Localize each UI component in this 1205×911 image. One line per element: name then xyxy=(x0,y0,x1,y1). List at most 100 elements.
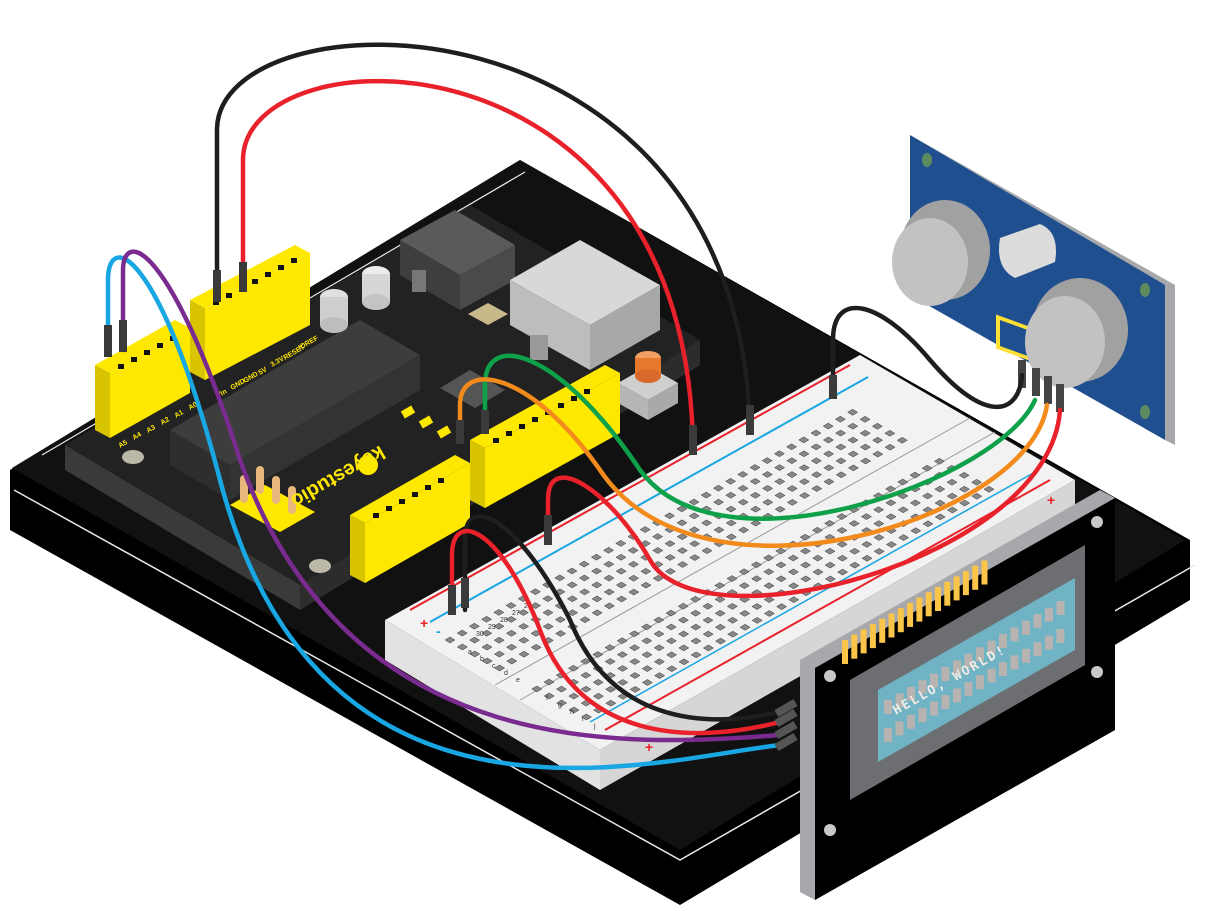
breadboard-hole[interactable] xyxy=(714,596,726,603)
breadboard-hole[interactable] xyxy=(873,548,885,555)
breadboard-hole[interactable] xyxy=(762,499,774,506)
breadboard-hole[interactable] xyxy=(810,443,822,451)
breadboard-hole[interactable] xyxy=(579,602,591,610)
breadboard-hole[interactable] xyxy=(616,595,628,603)
wire-red-sensor[interactable] xyxy=(545,407,1063,599)
breadboard-hole[interactable] xyxy=(824,575,836,583)
breadboard-hole[interactable] xyxy=(714,623,726,631)
breadboard-hole[interactable] xyxy=(835,443,847,451)
breadboard-hole[interactable] xyxy=(959,499,971,507)
breadboard-hole[interactable] xyxy=(580,672,592,679)
breadboard-hole[interactable] xyxy=(859,429,871,437)
breadboard-hole[interactable] xyxy=(812,568,824,576)
breadboard-hole[interactable] xyxy=(456,629,468,637)
breadboard-hole[interactable] xyxy=(629,644,641,651)
breadboard-hole[interactable] xyxy=(688,512,700,520)
breadboard-hole[interactable] xyxy=(774,506,786,513)
breadboard-hole[interactable] xyxy=(556,699,568,707)
breadboard-hole[interactable] xyxy=(751,617,763,624)
breadboard-hole[interactable] xyxy=(922,492,934,500)
breadboard-hole[interactable] xyxy=(629,672,641,679)
breadboard-hole[interactable] xyxy=(726,603,738,610)
breadboard-hole[interactable] xyxy=(469,650,481,658)
breadboard-hole[interactable] xyxy=(493,609,505,616)
breadboard-hole[interactable] xyxy=(725,505,737,513)
breadboard-hole[interactable] xyxy=(958,485,970,493)
breadboard-hole[interactable] xyxy=(836,541,848,548)
breadboard-hole[interactable] xyxy=(506,657,518,665)
breadboard-hole[interactable] xyxy=(469,636,481,644)
breadboard-hole[interactable] xyxy=(725,491,737,499)
breadboard-hole[interactable] xyxy=(529,588,541,595)
breadboard-hole[interactable] xyxy=(628,588,640,596)
breadboard-hole[interactable] xyxy=(702,644,714,652)
breadboard-hole[interactable] xyxy=(847,409,859,416)
breadboard-hole[interactable] xyxy=(468,622,480,630)
breadboard-hole[interactable] xyxy=(726,575,738,582)
breadboard-hole[interactable] xyxy=(786,457,798,464)
breadboard-hole[interactable] xyxy=(554,574,566,582)
breadboard-hole[interactable] xyxy=(712,484,724,492)
breadboard-hole[interactable] xyxy=(761,471,773,478)
breadboard-hole[interactable] xyxy=(750,505,762,513)
breadboard-hole[interactable] xyxy=(641,665,653,672)
breadboard-hole[interactable] xyxy=(971,479,983,486)
breadboard-hole[interactable] xyxy=(493,650,505,658)
breadboard-hole[interactable] xyxy=(750,561,762,569)
breadboard-hole[interactable] xyxy=(847,450,859,458)
breadboard-hole[interactable] xyxy=(641,623,653,631)
breadboard-hole[interactable] xyxy=(617,679,629,686)
breadboard-hole[interactable] xyxy=(751,603,763,610)
breadboard-hole[interactable] xyxy=(616,637,628,644)
breadboard-hole[interactable] xyxy=(555,630,567,637)
breadboard-hole[interactable] xyxy=(799,492,811,499)
breadboard-hole[interactable] xyxy=(542,623,554,630)
breadboard-hole[interactable] xyxy=(653,630,665,638)
breadboard-hole[interactable] xyxy=(690,623,702,631)
breadboard-hole[interactable] xyxy=(592,651,604,658)
breadboard-hole[interactable] xyxy=(861,541,873,548)
breadboard-hole[interactable] xyxy=(885,541,897,548)
breadboard-hole[interactable] xyxy=(627,561,639,568)
breadboard-hole[interactable] xyxy=(615,581,627,589)
breadboard-hole[interactable] xyxy=(518,650,530,658)
breadboard-hole[interactable] xyxy=(761,457,773,464)
breadboard-hole[interactable] xyxy=(884,430,896,437)
breadboard-hole[interactable] xyxy=(836,554,848,562)
breadboard-hole[interactable] xyxy=(848,520,860,527)
breadboard-hole[interactable] xyxy=(921,464,933,472)
breadboard-hole[interactable] xyxy=(775,547,787,555)
breadboard-hole[interactable] xyxy=(444,636,456,644)
breadboard-hole[interactable] xyxy=(934,513,946,521)
breadboard-hole[interactable] xyxy=(603,574,615,582)
breadboard-hole[interactable] xyxy=(751,575,763,582)
breadboard-hole[interactable] xyxy=(737,471,749,478)
breadboard-hole[interactable] xyxy=(518,623,530,630)
breadboard-hole[interactable] xyxy=(798,436,810,444)
breadboard-hole[interactable] xyxy=(885,513,897,520)
breadboard-hole[interactable] xyxy=(873,520,885,527)
breadboard-hole[interactable] xyxy=(849,561,861,569)
breadboard-hole[interactable] xyxy=(798,478,810,485)
breadboard-hole[interactable] xyxy=(518,637,530,644)
breadboard-hole[interactable] xyxy=(579,588,591,596)
breadboard-hole[interactable] xyxy=(628,630,640,638)
breadboard-hole[interactable] xyxy=(871,423,883,430)
breadboard-hole[interactable] xyxy=(603,602,615,610)
breadboard-hole[interactable] xyxy=(714,582,726,589)
breadboard-hole[interactable] xyxy=(701,519,713,527)
breadboard-hole[interactable] xyxy=(627,547,639,554)
breadboard-hole[interactable] xyxy=(580,713,592,721)
breadboard-hole[interactable] xyxy=(822,436,834,444)
breadboard-hole[interactable] xyxy=(676,519,688,527)
breadboard-hole[interactable] xyxy=(774,492,786,499)
breadboard-hole[interactable] xyxy=(689,540,701,547)
breadboard-hole[interactable] xyxy=(603,560,615,568)
breadboard-hole[interactable] xyxy=(481,657,493,665)
breadboard-hole[interactable] xyxy=(640,568,652,575)
breadboard-hole[interactable] xyxy=(676,547,688,554)
breadboard-hole[interactable] xyxy=(737,485,749,492)
breadboard-hole[interactable] xyxy=(568,692,580,700)
breadboard-hole[interactable] xyxy=(799,547,811,555)
breadboard-hole[interactable] xyxy=(505,602,517,609)
